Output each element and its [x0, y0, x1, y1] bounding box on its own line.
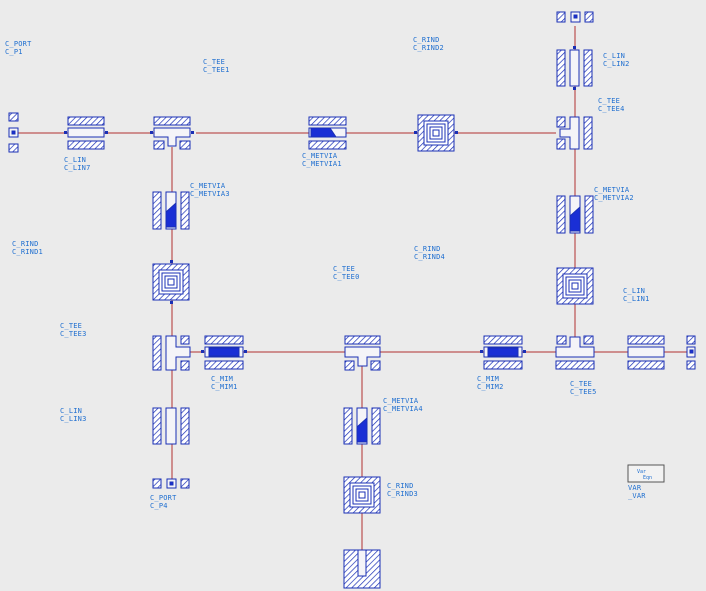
tee-c-tee4[interactable]: [556, 116, 593, 150]
label-rind4-name: C_RIND4: [414, 253, 445, 261]
label-rind2-type: C_RIND: [413, 36, 440, 44]
line-c-lin2[interactable]: [556, 46, 593, 90]
label-lin2-name: C_LIN2: [603, 60, 630, 68]
label-rind3-name: C_RIND3: [387, 490, 418, 498]
label-rind2-name: C_RIND2: [413, 44, 444, 52]
label-lin2-type: C_LIN: [603, 52, 625, 60]
var-box-line1: Var: [637, 469, 646, 475]
label-metvia3-name: C_METVIA3: [190, 190, 230, 198]
label-tee1-type: C_TEE: [203, 58, 225, 66]
label-metvia3-type: C_METVIA: [190, 182, 226, 190]
line-c-lin-right[interactable]: [627, 335, 665, 370]
label-metvia2-type: C_METVIA: [594, 186, 630, 194]
label-rind3-type: C_RIND: [387, 482, 414, 490]
label-tee0-type: C_TEE: [333, 265, 355, 273]
label-tee1-name: C_TEE1: [203, 66, 230, 74]
via-c-metvia1[interactable]: [308, 116, 347, 150]
var-box-line2: Eqn: [643, 475, 652, 481]
via-c-metvia4[interactable]: [343, 407, 381, 445]
line-c-lin7[interactable]: [64, 116, 108, 150]
label-rind4-type: C_RIND: [414, 245, 441, 253]
label-lin7-name: C_LIN7: [64, 164, 91, 172]
tee-c-tee1[interactable]: [150, 116, 194, 150]
wires: [18, 26, 690, 550]
label-mim2-name: C_MIM2: [477, 383, 504, 391]
inductor-c-rind3[interactable]: [343, 476, 381, 514]
label-tee0-name: C_TEE0: [333, 273, 360, 281]
label-var-type: VAR: [628, 484, 642, 492]
label-tee3-type: C_TEE: [60, 322, 82, 330]
inductor-c-rind1[interactable]: [152, 260, 190, 304]
inductor-c-rind2[interactable]: [414, 114, 458, 152]
label-var-name: _VAR: [628, 492, 646, 500]
label-tee5-name: C_TEE5: [570, 388, 597, 396]
label-metvia4-type: C_METVIA: [383, 397, 419, 405]
tee-c-tee5[interactable]: [555, 335, 595, 370]
port-top-right[interactable]: [556, 11, 594, 23]
label-metvia4-name: C_METVIA4: [383, 405, 423, 413]
port-right[interactable]: [686, 335, 696, 370]
label-metvia2-name: C_METVIA2: [594, 194, 634, 202]
capacitor-c-mim2[interactable]: [480, 335, 526, 370]
label-lin1-name: C_LIN1: [623, 295, 650, 303]
label-tee5-type: C_TEE: [570, 380, 592, 388]
label-tee3-name: C_TEE3: [60, 330, 87, 338]
label-lin3-name: C_LIN3: [60, 415, 87, 423]
label-mim2-type: C_MIM: [477, 375, 499, 383]
label-c-p1-name: C_P1: [5, 48, 23, 56]
label-c-p1-type: C_PORT: [5, 40, 32, 48]
var-eqn-block[interactable]: Var Eqn: [627, 464, 665, 483]
capacitor-c-mim1[interactable]: [201, 335, 247, 370]
label-lin1-type: C_LIN: [623, 287, 645, 295]
line-c-lin3[interactable]: [152, 407, 190, 445]
via-bottom[interactable]: [343, 549, 381, 589]
via-c-metvia3[interactable]: [152, 191, 190, 230]
label-c-p4-type: C_PORT: [150, 494, 177, 502]
inductor-c-rind4[interactable]: [556, 267, 594, 305]
label-mim1-type: C_MIM: [211, 375, 233, 383]
label-lin3-type: C_LIN: [60, 407, 82, 415]
label-rind1-type: C_RIND: [12, 240, 39, 248]
label-metvia1-name: C_METVIA1: [302, 160, 342, 168]
tee-c-tee3[interactable]: [152, 335, 191, 371]
port-c-p1[interactable]: [8, 112, 19, 153]
port-c-p4[interactable]: [152, 478, 190, 489]
label-lin7-type: C_LIN: [64, 156, 86, 164]
tee-c-tee0[interactable]: [344, 335, 381, 371]
label-rind1-name: C_RIND1: [12, 248, 43, 256]
label-metvia1-type: C_METVIA: [302, 152, 338, 160]
label-tee4-type: C_TEE: [598, 97, 620, 105]
label-tee4-name: C_TEE4: [598, 105, 625, 113]
label-c-p4-name: C_P4: [150, 502, 168, 510]
label-mim1-name: C_MIM1: [211, 383, 238, 391]
via-c-metvia2[interactable]: [556, 195, 594, 234]
